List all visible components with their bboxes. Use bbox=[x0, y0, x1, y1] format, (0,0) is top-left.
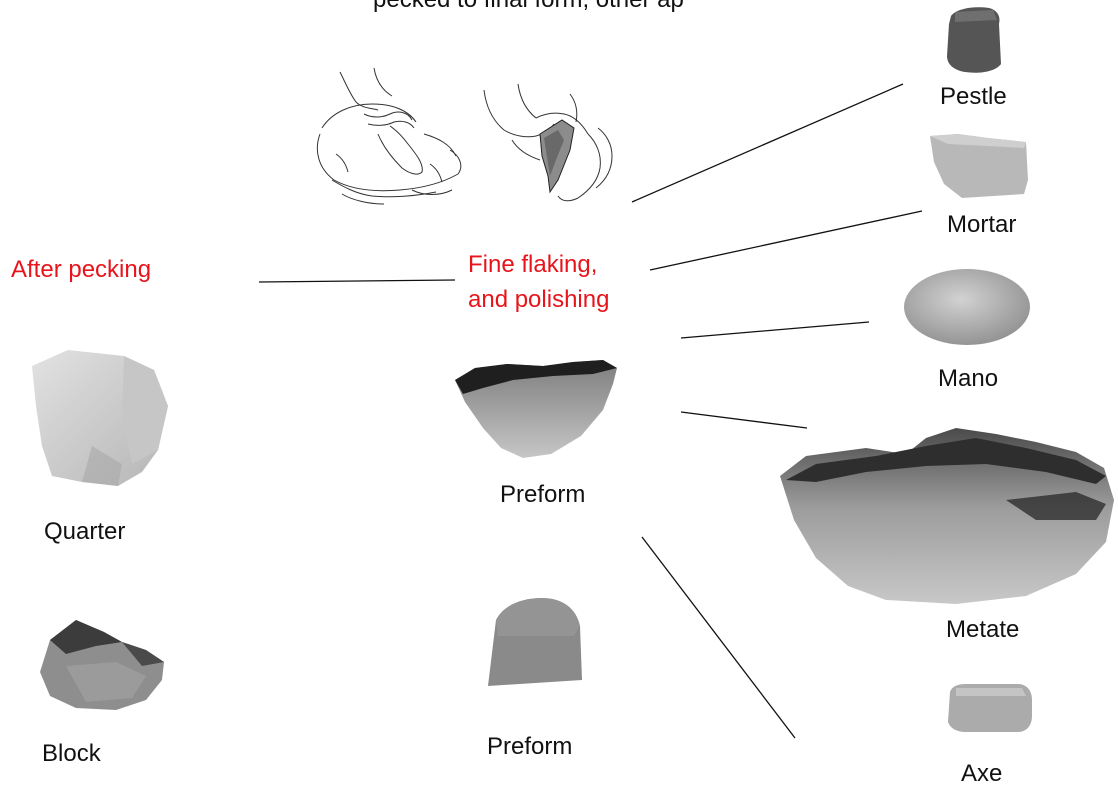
line-to-pestle bbox=[632, 84, 903, 202]
pestle-label: Pestle bbox=[940, 83, 1007, 111]
preform-top-label: Preform bbox=[500, 481, 585, 509]
quarter-label: Quarter bbox=[44, 518, 125, 546]
line-after-pecking-to-finishing bbox=[259, 280, 455, 282]
finishing-label-line2: and polishing bbox=[468, 286, 609, 314]
preform-top-stone-image bbox=[453, 358, 618, 460]
block-stone-image bbox=[36, 616, 166, 712]
after-pecking-label: After pecking bbox=[11, 256, 151, 284]
mortar-label: Mortar bbox=[947, 211, 1016, 239]
preform-bottom-label: Preform bbox=[487, 733, 572, 761]
metate-stone-image bbox=[776, 424, 1116, 606]
pestle-stone-image bbox=[945, 6, 1003, 74]
quarter-stone-image bbox=[22, 346, 172, 494]
mano-label: Mano bbox=[938, 365, 998, 393]
block-label: Block bbox=[42, 740, 101, 768]
line-to-axe bbox=[642, 537, 795, 738]
preform-bottom-stone-image bbox=[484, 596, 584, 688]
hands-polishing-illustration bbox=[478, 80, 618, 210]
axe-label: Axe bbox=[961, 760, 1002, 788]
hands-flaking-illustration bbox=[312, 64, 472, 214]
finishing-label-line1: Fine flaking, bbox=[468, 251, 597, 279]
metate-label: Metate bbox=[946, 616, 1019, 644]
line-to-mortar bbox=[650, 211, 922, 270]
mortar-stone-image bbox=[928, 132, 1030, 200]
mano-stone-image bbox=[902, 267, 1032, 347]
line-to-mano bbox=[681, 322, 869, 338]
axe-stone-image bbox=[946, 680, 1034, 736]
